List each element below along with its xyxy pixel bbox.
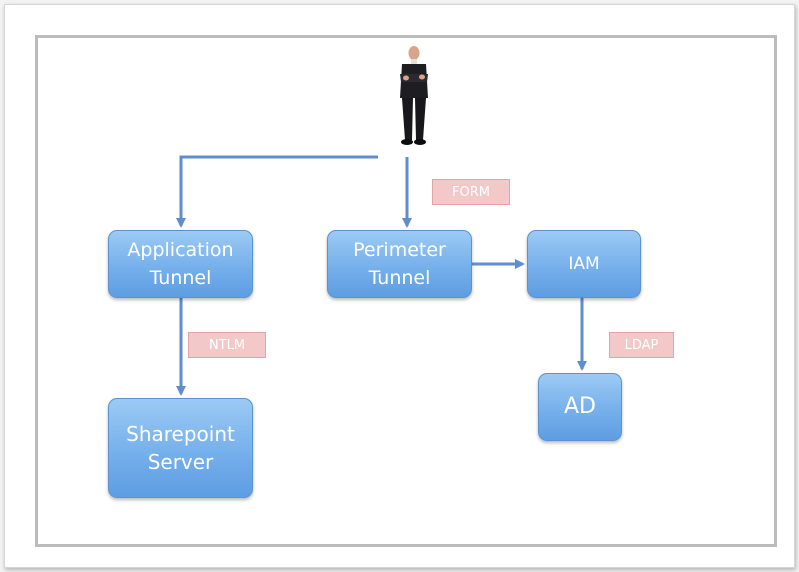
form-auth-tag: FORM [432, 179, 510, 205]
business-person-icon [400, 46, 428, 145]
perimeter-tunnel-node: Perimeter Tunnel [327, 230, 472, 298]
application-tunnel-node: Application Tunnel [108, 230, 253, 298]
ntlm-auth-tag: NTLM [188, 332, 266, 358]
ldap-auth-tag: LDAP [609, 332, 674, 358]
connector-user-to-application-tunnel [176, 155, 378, 228]
iam-node: IAM [527, 230, 641, 298]
ad-node: AD [538, 373, 622, 441]
sharepoint-server-node: Sharepoint Server [108, 398, 253, 498]
